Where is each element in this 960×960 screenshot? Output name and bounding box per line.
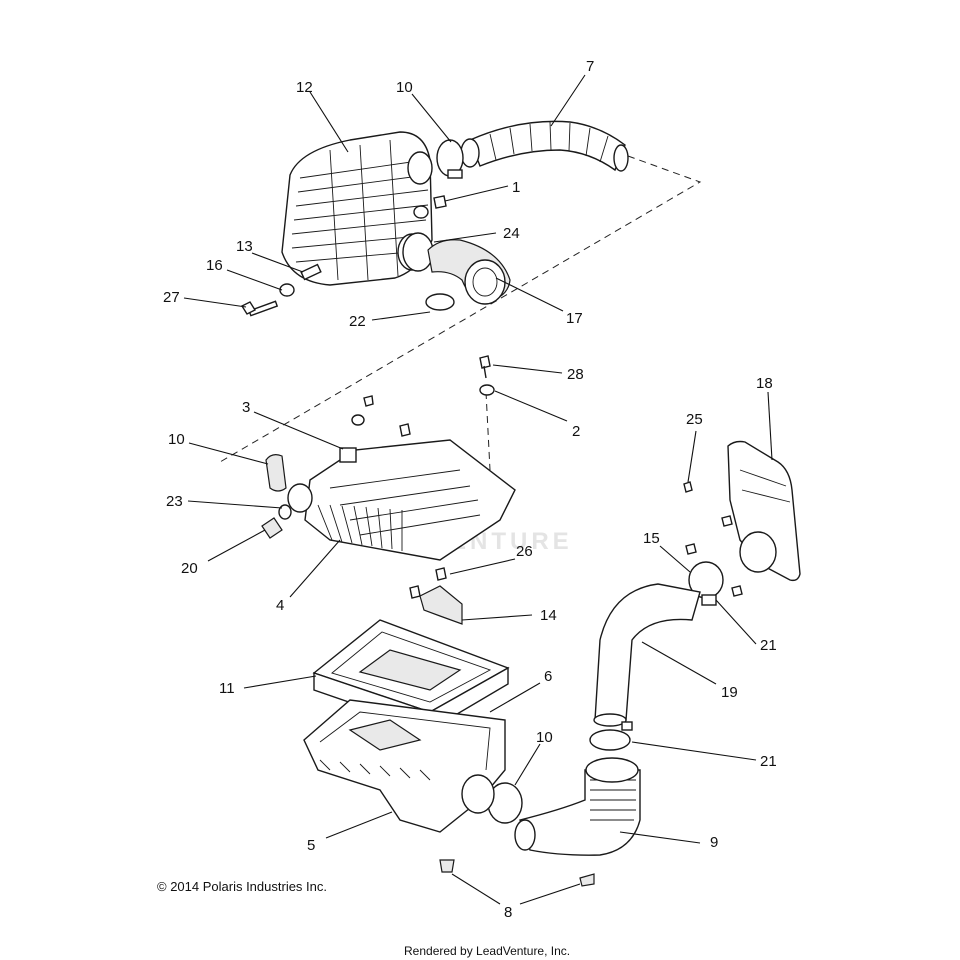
callout-23: 23: [166, 493, 183, 510]
callout-10-left: 10: [168, 431, 185, 448]
cover-screw-a: [363, 395, 374, 407]
part-16-grommet: [279, 283, 295, 297]
callout-5: 5: [307, 837, 315, 854]
callout-8: 8: [504, 904, 512, 921]
part-23-grommet: [278, 504, 292, 520]
part-10-clamp-upper-screw: [447, 169, 463, 179]
part-5-airbox-base: [303, 699, 506, 833]
part-21-clamp-upper-screw: [701, 594, 717, 606]
part-2-nut: [479, 384, 495, 396]
callout-3: 3: [242, 399, 250, 416]
callout-24: 24: [503, 225, 520, 242]
part-28-screw: [479, 355, 491, 379]
part-7-intake-tube: [460, 120, 629, 172]
callout-20: 20: [181, 560, 198, 577]
callout-15: 15: [643, 530, 660, 547]
callout-1: 1: [512, 179, 520, 196]
part-21-clamp-lower: [589, 729, 631, 751]
callout-9: 9: [710, 834, 718, 851]
callout-labels: 12 10 7 1 24 13 16 27 22 17 28 2 3 10 23…: [163, 58, 777, 921]
part-1-grommet: [413, 195, 447, 219]
callout-6: 6: [544, 668, 552, 685]
duct-screw-b: [685, 543, 697, 555]
callout-19: 19: [721, 684, 738, 701]
leader-lines: [183, 74, 773, 905]
callout-14: 14: [540, 607, 557, 624]
callout-10-upper: 10: [396, 79, 413, 96]
part-14-bracket: [419, 585, 463, 625]
part-4-airbox-lid: [287, 439, 516, 561]
part-26-screw-b: [409, 585, 421, 599]
part-21-clamp-screw: [621, 721, 633, 731]
callout-21-lower: 21: [760, 753, 777, 770]
callout-28: 28: [567, 366, 584, 383]
cover-screw-b: [399, 423, 411, 437]
callout-7: 7: [586, 58, 594, 75]
rendered-by-credit: Rendered by LeadVenture, Inc.: [404, 944, 571, 958]
callout-10-lower: 10: [536, 729, 553, 746]
part-8-push-pin-left: [439, 859, 455, 873]
part-27-bolt: [240, 300, 279, 317]
callout-27: 27: [163, 289, 180, 306]
assembly-dash-line-upper: [219, 155, 702, 463]
duct-screw-a: [721, 515, 733, 527]
callout-11: 11: [219, 680, 235, 697]
cover-grommet-a: [351, 414, 365, 426]
part-9-bellows-duct: [514, 757, 641, 856]
copyright-notice: © 2014 Polaris Industries Inc.: [157, 879, 327, 894]
assembly-dash-line-right: [485, 391, 491, 471]
part-19-duct-tube: [593, 583, 701, 727]
part-17-elbow: [427, 239, 511, 305]
callout-13: 13: [236, 238, 253, 255]
callout-22: 22: [349, 313, 366, 330]
part-20-cap: [261, 517, 283, 539]
part-26-screw: [435, 567, 447, 581]
duct-screw-c: [731, 585, 743, 597]
part-22-clamp: [425, 293, 455, 311]
part-18-intake-duct: [727, 440, 801, 582]
callout-21-upper: 21: [760, 637, 777, 654]
part-10-clamp-left: [265, 454, 287, 492]
callout-4: 4: [276, 597, 284, 614]
callout-12: 12: [296, 79, 313, 96]
part-8-push-pin-right: [579, 873, 595, 887]
callout-16: 16: [206, 257, 223, 274]
callout-17: 17: [566, 310, 583, 327]
part-13-spacer: [300, 263, 322, 281]
callout-2: 2: [572, 423, 580, 440]
callout-18: 18: [756, 375, 773, 392]
callout-25: 25: [686, 411, 703, 428]
callout-26: 26: [516, 543, 533, 560]
part-25-screw: [683, 481, 693, 493]
